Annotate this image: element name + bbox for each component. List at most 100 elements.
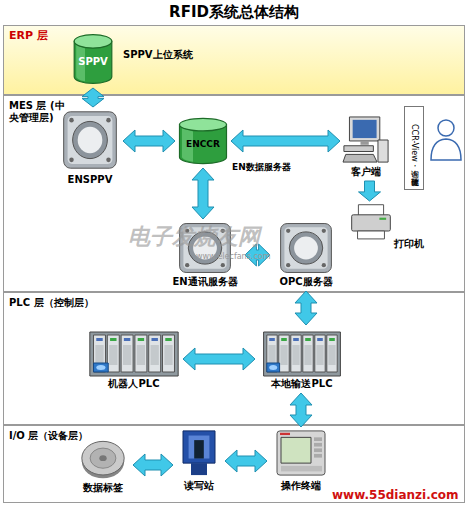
icon-part [303,335,313,372]
icon-part [353,120,377,138]
icon-part [106,157,110,162]
layer-band: ERP 层SPPVSPPV上位系统 [3,25,465,95]
term-node: 操作终端 [270,430,332,492]
node-label: ENCCR [178,117,228,165]
icon-part [294,237,318,260]
icon-part [68,116,113,164]
icon-part [138,338,144,341]
diagram-title: RFID系统总体结构 [0,2,468,22]
icon-part [314,443,322,447]
plc-icon [262,328,342,378]
printer-node: 打印机 [350,204,392,240]
node-label: EN数据服务器 [232,161,291,173]
icon-part [99,455,106,461]
icon-part [110,338,116,341]
block-arrow [123,130,175,152]
icon-part [281,437,311,463]
icon-part [69,118,73,123]
icon-part [164,345,172,365]
icon-part [180,118,227,130]
watermark-text: www.elecfans.com [196,252,271,262]
icon-part [279,335,289,372]
block-arrow [231,130,340,152]
node-label: 数据标签 [56,482,150,494]
node-label: SPPV [73,33,113,85]
user-head [438,120,454,136]
icon-part [305,338,311,341]
icon-part [315,335,325,372]
icon-part [358,205,383,216]
icon-part [78,127,103,153]
icon-part [106,118,110,123]
icon-part [96,365,105,370]
icon-part [264,332,341,376]
icon-part [121,335,133,372]
icon-part [281,466,322,472]
icon-part [73,121,108,158]
icon-part [165,338,171,341]
icon-part [194,440,204,458]
icon-part [269,338,275,341]
block-arrow [192,168,214,219]
node-label: ENSPPV [40,174,140,186]
layer-band: MES 层 (中央管理层)ENSPPVENCCREN数据服务器客户端CCR-Vi… [3,95,465,292]
icon-part [74,35,112,49]
icon-part [292,345,299,365]
user-body [431,139,461,160]
callout-box: CCR-View 查询，更改转储 [404,106,424,190]
node-label: 机器人PLC [68,378,200,390]
icon-part [344,146,373,152]
printer-icon [350,204,392,240]
watermark-text: www.55dianzi.com [332,488,459,502]
plc-node: 机器人PLC [88,328,180,390]
icon-part [123,345,131,365]
icon-part [95,345,103,365]
icon-part [360,141,368,145]
icon-part [322,263,326,267]
icon-part [291,335,301,372]
icon-part [149,335,161,372]
block-arrow [290,393,312,427]
icon-part [268,345,275,365]
icon-part [109,345,117,365]
icon-part [329,338,335,341]
block-arrow [359,181,381,201]
icon-part [358,231,385,239]
icon-part [137,345,145,365]
icon-part [314,448,322,452]
layer-label: I/O 层（设备层） [9,430,88,442]
icon-part [151,338,157,341]
icon-part [281,338,287,341]
icon-part [124,338,130,341]
node-label: SPPV上位系统 [123,49,193,61]
icon-part [191,463,207,475]
icon-part [284,227,327,269]
icon-part [90,332,178,376]
watermark-text: 电子发烧友网 [128,224,260,250]
icon-part [328,345,335,365]
icon-part [151,345,159,365]
reader-node: 读写站 [176,430,222,492]
icon-part [289,232,322,264]
node-label: CCR-View 查询，更改转储 [405,107,423,189]
block-arrow [82,88,104,107]
icon-part [379,218,386,220]
icon-part [94,363,109,372]
icon-part [277,431,325,475]
block-arrow [133,454,173,476]
icon-part [96,338,102,341]
icon-part [189,436,210,459]
server-icon [279,222,333,274]
server-node: ENSPPV [60,110,120,186]
icon-part [69,157,73,162]
icon-part [267,363,280,372]
plc-icon [88,328,180,378]
block-arrow [295,291,317,325]
pc-icon [343,116,389,164]
icon-part [269,365,277,370]
icon-part [82,441,124,475]
node-label: 客户端 [323,166,409,178]
server-icon [62,110,118,170]
icon-part [163,335,175,372]
